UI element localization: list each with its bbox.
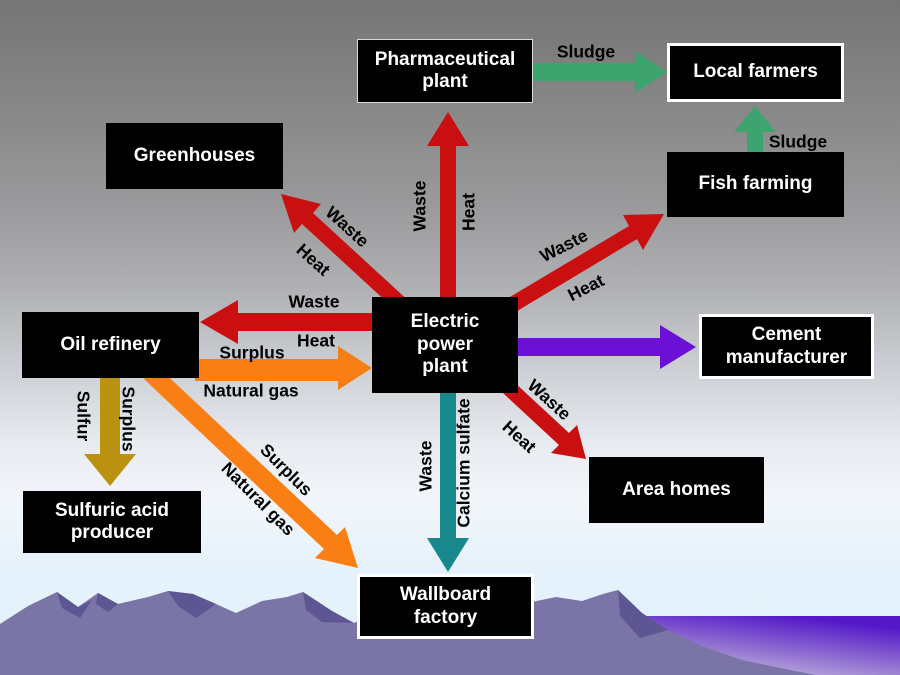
flow-label-waste-refinery: Waste [288,291,340,312]
arrow-natural-gas-power-plant [195,346,372,390]
flow-label-sludge-pharma: Sludge [556,41,616,62]
flow-label-surplus-powerplant: Surplus [219,342,285,363]
flow-label-waste-wallboard: Waste [415,440,436,492]
node-area-homes: Area homes [589,457,764,523]
node-electric-power-plant: Electric power plant [372,297,518,393]
node-greenhouses: Greenhouses [106,123,283,189]
arrow-sludge-pharma-farmers [533,51,667,93]
arrow-cement-manufacturer [500,325,696,369]
arrow-calcium-sulfate-wallboard [427,385,469,572]
arrow-natural-gas-wallboard [144,365,358,568]
arrow-waste-heat-pharmaceutical [427,112,469,300]
arrow-sludge-fish-farmers [734,106,776,154]
node-oil-refinery: Oil refinery [22,312,199,378]
node-fish-farming: Fish farming [667,152,844,217]
arrow-sulfur-sulfuric-acid [84,376,136,486]
flow-label-sulfur: Sulfur [73,390,94,442]
flow-label-naturalgas-powerplant: Natural gas [203,380,299,401]
node-cement-manufacturer: Cement manufacturer [699,314,874,379]
flow-label-sludge-fish: Sludge [768,131,828,152]
flow-label-heat-refinery: Heat [297,330,335,351]
flow-label-waste-pharma: Waste [409,180,430,232]
node-local-farmers: Local farmers [667,43,844,102]
flow-label-calcium-sulfate: Calcium sulfate [453,398,474,528]
flow-label-heat-pharma: Heat [458,193,479,231]
node-sulfuric-acid-producer: Sulfuric acid producer [23,491,201,553]
flow-label-surplus-sulfuric: Surplus [118,386,139,452]
arrow-waste-heat-oil-refinery [200,300,450,344]
node-wallboard-factory: Wallboard factory [357,574,534,639]
node-pharmaceutical-plant: Pharmaceutical plant [357,39,533,103]
